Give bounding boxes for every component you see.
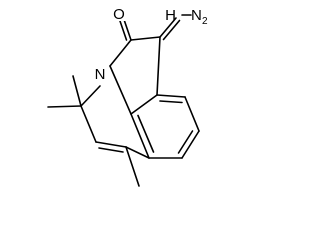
molecule-structure: O N H N 2 (47, 6, 208, 187)
bond-alkene-1 (95, 141, 127, 148)
atom-nitrogen-ring: N (95, 66, 106, 83)
bond-nring-c9a (109, 65, 132, 115)
bond-alkene-2 (98, 147, 124, 153)
structure-canvas: O N H N 2 (47, 6, 208, 187)
atom-hydrazone-n: N (191, 7, 202, 24)
bond-hydrazone-2 (162, 19, 181, 41)
bond-methyl-c (125, 146, 140, 187)
atom-hydrazone-h: H (165, 7, 176, 24)
bond-c1-c2 (130, 36, 161, 41)
bond-hydrazone-1 (159, 17, 177, 38)
atom-oxygen: O (113, 6, 125, 23)
bond-ar-4b (177, 130, 194, 154)
bond-carbonyl-2 (123, 20, 132, 41)
bond-ar-6 (130, 113, 150, 159)
bond-ar-4 (181, 130, 200, 159)
bond-ar-6b (137, 114, 155, 153)
bond-methyl-a (72, 75, 82, 107)
bond-ar-3 (184, 96, 200, 132)
bond-ar-2b (159, 100, 183, 104)
bond-c1-nring (109, 39, 132, 67)
bond-methyl-b (47, 105, 82, 108)
bond-cme-ar (125, 146, 150, 159)
bond-c2-c3 (156, 36, 161, 96)
atom-hydrazone-subscript: 2 (202, 16, 208, 27)
bond-nring-cquat (80, 85, 101, 107)
bond-cquat-ch (80, 105, 97, 143)
bond-ar-1 (130, 94, 158, 115)
bond-carbonyl-1 (119, 20, 128, 41)
bond-ar-2 (156, 94, 186, 98)
